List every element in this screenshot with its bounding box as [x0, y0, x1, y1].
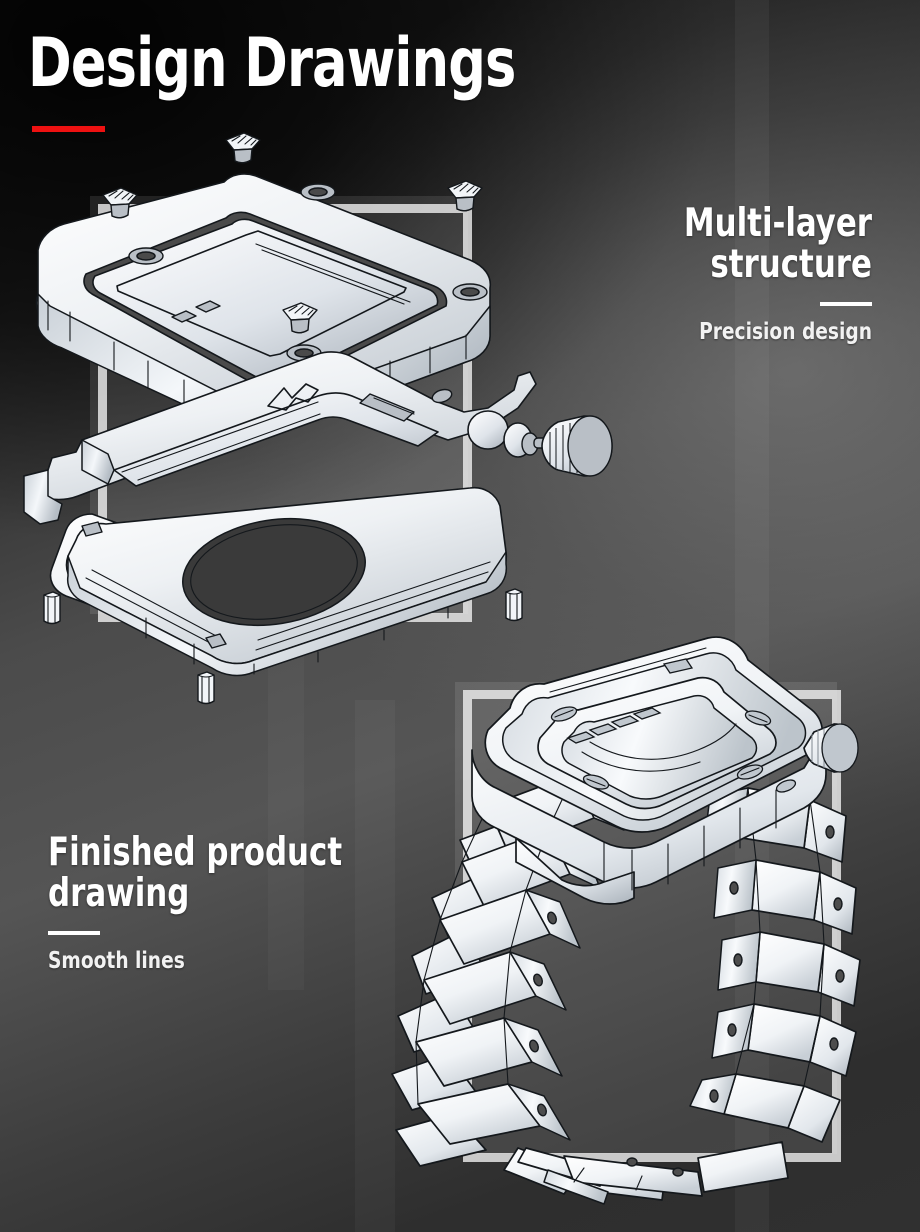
back-plate: [49, 486, 508, 677]
pin-icon: [43, 591, 61, 625]
pin-icon: [197, 671, 215, 705]
screw-icon: [225, 132, 261, 164]
callout-heading-line2: drawing: [48, 871, 190, 917]
callout-heading-line2: structure: [710, 242, 872, 288]
crown-icon: [467, 410, 613, 477]
screw-icon: [447, 180, 483, 212]
callout-subtext: Smooth lines: [48, 947, 185, 974]
page-title: Design Drawings: [28, 24, 516, 103]
callout-heading-line1: Multi-layer: [683, 201, 872, 246]
crown-icon: [803, 723, 859, 773]
callout-finished-product: Finished product drawing Smooth lines: [48, 832, 448, 974]
callout-subtext: Precision design: [699, 318, 872, 345]
callout-divider: [48, 930, 100, 935]
finished-watch-illustration: .w {fill:url(#wA);stroke:#14181c;stroke-…: [368, 600, 908, 1205]
exploded-assembly-illustration: [18, 132, 618, 705]
title-accent-rule: [32, 126, 105, 132]
watch-case: [471, 636, 827, 905]
callout-divider: [820, 301, 872, 306]
callout-heading-line1: Finished product: [48, 830, 343, 875]
bracelet-clasp: [503, 1141, 789, 1205]
callout-multi-layer: Multi-layer structure Precision design: [542, 203, 872, 345]
